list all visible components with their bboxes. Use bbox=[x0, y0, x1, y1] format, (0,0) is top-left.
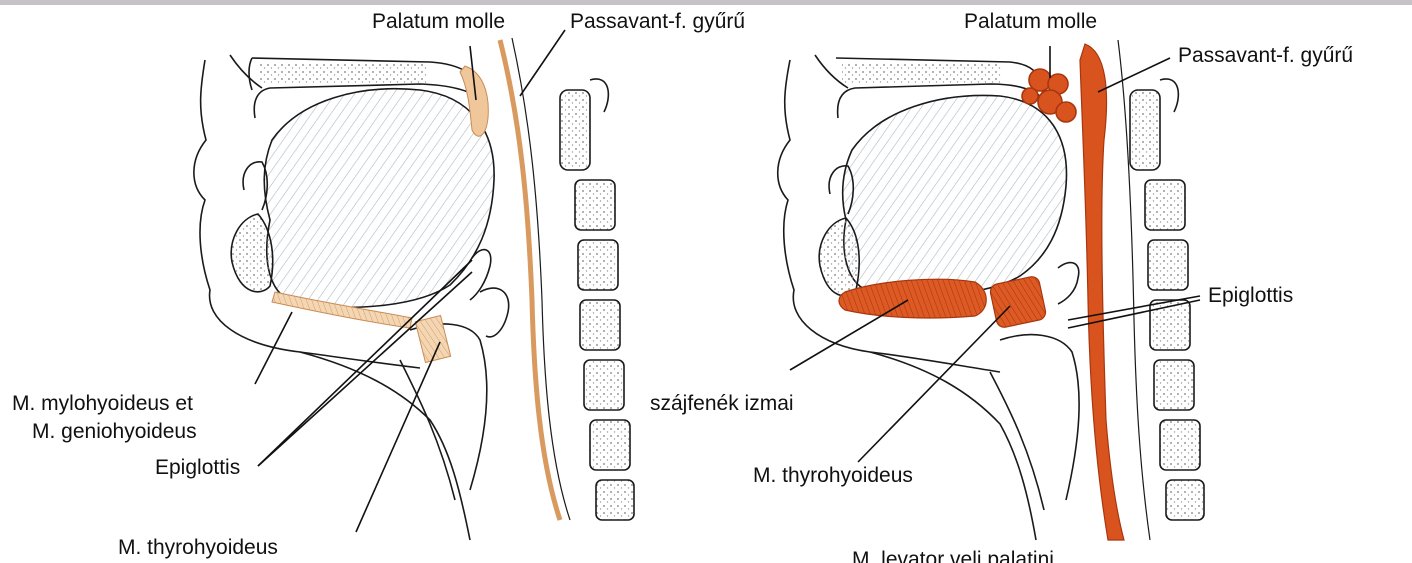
left-cervical-spine bbox=[560, 79, 634, 520]
left-label-mylohyoideus-2: M. geniohyoideus bbox=[32, 420, 197, 444]
left-label-epiglottis: Epiglottis bbox=[155, 456, 240, 480]
left-hyoid bbox=[480, 288, 509, 337]
left-label-passavant: Passavant-f. gyűrű bbox=[570, 10, 745, 34]
right-thyrohyoid-muscle bbox=[989, 275, 1047, 328]
right-label-thyrohyoideus: M. thyrohyoideus bbox=[753, 464, 913, 488]
left-thyrohyoid-muscle bbox=[415, 315, 450, 362]
right-label-szajfenek-izmai: szájfenék izmai bbox=[650, 392, 794, 416]
left-pharynx-wall bbox=[500, 40, 560, 520]
right-tongue bbox=[843, 95, 1067, 295]
right-label-passavant: Passavant-f. gyűrű bbox=[1178, 44, 1353, 68]
leader-left-passavant bbox=[520, 30, 565, 96]
right-epiglottis bbox=[1058, 263, 1079, 304]
left-label-thyrohyoideus: M. thyrohyoideus bbox=[118, 536, 278, 560]
right-label-levator-veli-palatini: M. levator veli palatini bbox=[852, 548, 1054, 563]
leader-right-thyrohyoid bbox=[858, 306, 1010, 462]
left-mandible bbox=[231, 214, 272, 292]
left-label-palatum-molle: Palatum molle bbox=[372, 10, 505, 34]
left-label-mylohyoideus-1: M. mylohyoideus et bbox=[12, 392, 193, 416]
leader-left-mylohyoid bbox=[255, 312, 292, 384]
right-nasal-bone bbox=[842, 64, 1002, 84]
top-border-bar bbox=[0, 0, 1412, 5]
leader-left-thyrohyoid bbox=[356, 342, 440, 532]
right-passavant-ridge bbox=[1080, 44, 1124, 540]
right-label-palatum-molle: Palatum molle bbox=[964, 10, 1097, 34]
leader-right-passavant bbox=[1098, 58, 1170, 92]
right-larynx bbox=[990, 335, 1079, 510]
left-nasal-bone bbox=[258, 64, 428, 84]
left-tongue bbox=[264, 89, 494, 307]
right-label-epiglottis: Epiglottis bbox=[1208, 284, 1293, 308]
right-mandible bbox=[819, 218, 859, 296]
